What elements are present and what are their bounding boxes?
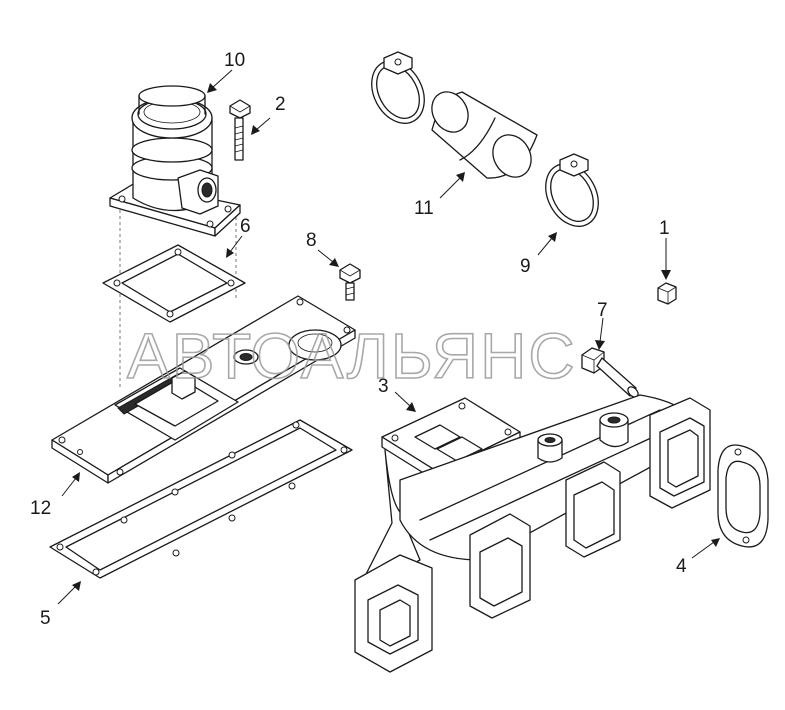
watermark-text: АВТОАЛЬЯНС: [127, 320, 577, 392]
callout-11: 11: [414, 198, 434, 219]
callout-10: 10: [224, 50, 245, 71]
hose-clamp-upper: [371, 51, 425, 124]
part-8-bolt: [339, 263, 361, 301]
callout-8: 8: [306, 230, 317, 251]
part-5-long-gasket: [49, 419, 353, 579]
callout-5: 5: [40, 608, 51, 629]
part-6-gasket: [102, 244, 246, 323]
leader-lines: [57, 69, 720, 605]
callout-2: 2: [275, 94, 286, 115]
callout-9: 9: [520, 256, 531, 277]
callout-7: 7: [597, 300, 608, 321]
part-2-bolt: [229, 99, 251, 161]
part-1-nut: [657, 282, 677, 305]
callout-3: 3: [378, 376, 389, 397]
callout-4: 4: [676, 556, 687, 577]
callout-6: 6: [240, 216, 251, 237]
part-12-cover-plate: [51, 295, 356, 484]
callout-1: 1: [659, 218, 670, 239]
callout-12: 12: [30, 498, 51, 519]
callout-labels: 10 2 6 8 11 9 1 7 3 4 12 5: [30, 50, 687, 629]
part-9-hose-clamp: [545, 153, 599, 227]
part-3-exhaust-manifold: [354, 394, 711, 673]
part-10-inlet-connector: [109, 85, 241, 390]
part-7-stud: [581, 347, 639, 398]
part-4-port-gasket: [717, 444, 769, 548]
part-11-hose: [431, 91, 538, 179]
